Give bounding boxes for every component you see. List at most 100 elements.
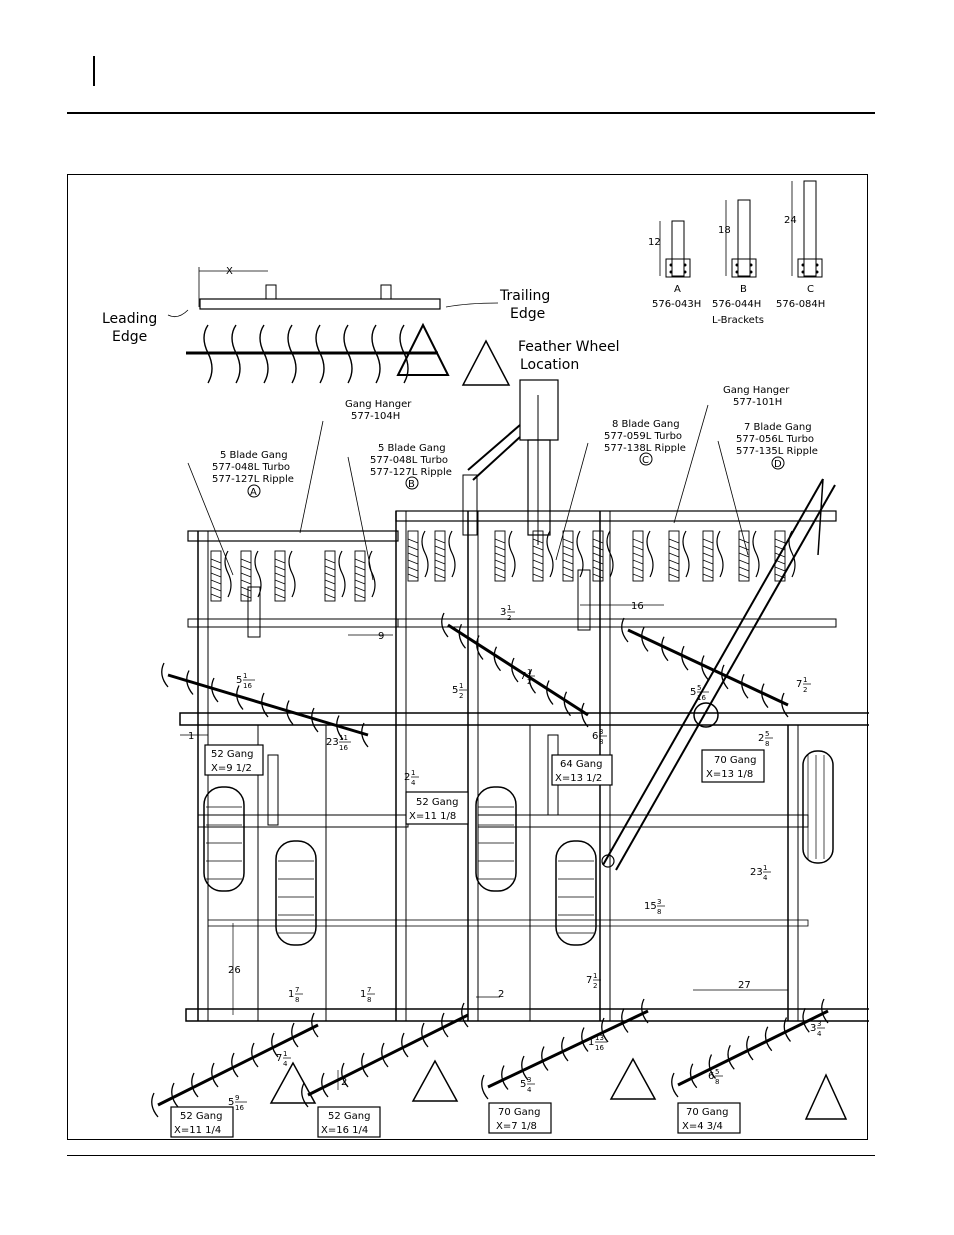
fraction-denominator: 16	[339, 744, 348, 752]
svg-text:X=13 1/8: X=13 1/8	[706, 769, 753, 780]
gang-box-2: 52 Gang X=11 1/8	[405, 791, 469, 825]
feather-wheel-triangles	[269, 1057, 848, 1120]
fraction-whole: 1	[360, 989, 366, 1000]
fraction-whole: 7	[796, 679, 802, 690]
fraction-whole: 5	[228, 1097, 234, 1108]
gang-7-line2: 577-056L Turbo	[736, 434, 814, 445]
fraction-denominator: 4	[527, 1086, 532, 1094]
fraction-denominator: 4	[283, 1060, 288, 1068]
gang-hanger-left-1: Gang Hanger	[345, 399, 412, 410]
trailing-edge-label-1: Trailing	[499, 288, 550, 304]
fraction-whole: 3	[500, 607, 506, 618]
l-bracket-b: 18 B 576-044H	[712, 199, 761, 310]
fraction-whole: 7	[276, 1053, 282, 1064]
bracket-c-part: 576-084H	[776, 299, 825, 310]
fraction-whole: 7	[586, 975, 592, 986]
fraction-denominator: 2	[593, 982, 597, 990]
svg-text:70 Gang: 70 Gang	[686, 1107, 728, 1118]
l-brackets-caption: L-Brackets	[712, 315, 764, 326]
fraction-numerator: 1	[763, 864, 767, 872]
bracket-b-part: 576-044H	[712, 299, 761, 310]
fraction-numerator: 3	[657, 898, 661, 906]
fraction-numerator: 7	[367, 986, 371, 994]
circle-a: A	[250, 487, 257, 498]
dim-2a: 2	[498, 989, 504, 1000]
svg-text:X=11 1/8: X=11 1/8	[409, 811, 456, 822]
fraction-numerator: 3	[599, 728, 603, 736]
fraction-numerator: 1	[411, 769, 415, 777]
fraction-denominator: 2	[527, 678, 531, 686]
dim-27: 27	[738, 980, 751, 991]
fraction-whole: 23	[750, 867, 763, 878]
fraction-numerator: 9	[235, 1094, 239, 1102]
fraction-denominator: 4	[763, 874, 768, 882]
side-view-gang: X	[167, 266, 511, 386]
bracket-a-dim: 12	[648, 237, 661, 248]
fraction-denominator: 16	[697, 694, 706, 702]
bracket-b-dim: 18	[718, 225, 731, 236]
fraction-whole: 5	[236, 675, 242, 686]
bracket-b-letter: B	[740, 284, 747, 295]
gang-box-8: 70 Gang X=4 3/4	[677, 1102, 741, 1134]
fraction-numerator: 3	[817, 1020, 821, 1028]
svg-text:X=7 1/8: X=7 1/8	[496, 1121, 537, 1132]
fraction-numerator: 1	[593, 972, 597, 980]
fraction-numerator: 1	[527, 668, 531, 676]
fraction-whole: 7	[520, 671, 526, 682]
svg-text:X=13 1/2: X=13 1/2	[555, 773, 602, 784]
leading-edge-label-2: Edge	[112, 329, 147, 345]
fraction-denominator: 8	[657, 908, 661, 916]
leading-edge-label-1: Leading	[102, 311, 157, 327]
dimension-lines	[180, 604, 788, 1090]
gang-5a-line2: 577-048L Turbo	[212, 462, 290, 473]
fraction-numerator: 1	[459, 682, 463, 690]
fraction-numerator: 7	[295, 986, 299, 994]
fraction-denominator: 2	[459, 692, 463, 700]
fraction-whole: 1	[288, 989, 294, 1000]
fraction-whole: 1	[588, 1037, 594, 1048]
fraction-denominator: 2	[803, 686, 807, 694]
fraction-numerator: 5	[715, 1068, 719, 1076]
gang-box-4: 70 Gang X=13 1/8	[701, 749, 765, 783]
circle-c: C	[642, 455, 649, 466]
fraction-whole: 2	[758, 733, 764, 744]
x-dimension: X	[226, 266, 233, 277]
gang-box-1: 52 Gang X=9 1/2	[204, 744, 264, 776]
svg-text:64 Gang: 64 Gang	[560, 759, 602, 770]
gang-8-line3: 577-138L Ripple	[604, 443, 686, 454]
gang-box-6: 52 Gang X=16 1/4	[317, 1106, 381, 1138]
fraction-denominator: 16	[595, 1044, 604, 1052]
gang-hanger-right-2: 577-101H	[733, 397, 782, 408]
header-tick	[93, 56, 95, 86]
feather-wheel-label-2: Location	[520, 357, 579, 373]
fraction-numerator: 5	[697, 684, 701, 692]
fraction-numerator: 5	[765, 730, 769, 738]
gang-7-line3: 577-135L Ripple	[736, 446, 818, 457]
fraction-whole: 6	[592, 731, 598, 742]
dim-9: 9	[378, 631, 384, 642]
fraction-whole: 5	[452, 685, 458, 696]
gang-hanger-right-1: Gang Hanger	[723, 385, 790, 396]
l-bracket-a: 12 A 576-043H	[648, 220, 701, 310]
gang-8-line1: 8 Blade Gang	[612, 419, 680, 430]
fraction-numerator: 1	[283, 1050, 287, 1058]
fraction-denominator: 16	[243, 682, 252, 690]
svg-text:52 Gang: 52 Gang	[416, 797, 458, 808]
bracket-a-part: 576-043H	[652, 299, 701, 310]
svg-text:70 Gang: 70 Gang	[498, 1107, 540, 1118]
fraction-whole: 5	[690, 687, 696, 698]
